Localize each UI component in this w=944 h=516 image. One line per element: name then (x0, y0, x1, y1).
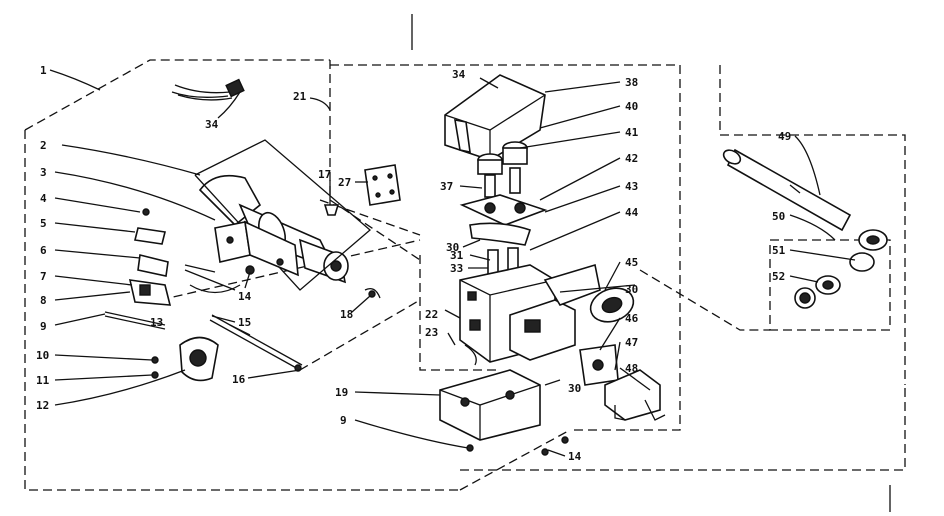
label-4: 4 (40, 192, 47, 205)
label-45: 45 (625, 256, 638, 269)
part-wire-harness (171, 78, 245, 101)
part-valve-plate (459, 194, 548, 246)
label-8: 8 (40, 294, 47, 307)
label-9b: 9 (340, 414, 347, 427)
label-3: 3 (40, 166, 47, 179)
part-gas-valve-body (459, 247, 576, 366)
leader-lines (49, 69, 856, 457)
label-14b: 14 (568, 450, 582, 463)
label-40: 40 (625, 100, 638, 113)
part-base-bracket (439, 369, 569, 456)
label-34b: 34 (452, 68, 466, 81)
label-11: 11 (36, 374, 50, 387)
label-43: 43 (625, 180, 638, 193)
label-16: 16 (232, 373, 246, 386)
label-47: 47 (625, 336, 638, 349)
label-13: 13 (150, 316, 163, 329)
label-37: 37 (440, 180, 453, 193)
label-31: 31 (450, 249, 464, 262)
part-left-hardware (104, 208, 241, 379)
label-41: 41 (625, 126, 639, 139)
label-10: 10 (36, 349, 49, 362)
boundary-lines (24, 59, 906, 491)
label-48: 48 (625, 362, 638, 375)
part-mount-bracket (214, 220, 299, 277)
label-23: 23 (425, 326, 438, 339)
label-6: 6 (40, 244, 47, 257)
label-46: 46 (625, 312, 639, 325)
label-7: 7 (40, 270, 47, 283)
part-thermocouple-tube (209, 314, 303, 372)
label-38: 38 (625, 76, 638, 89)
label-21: 21 (293, 90, 307, 103)
label-19: 19 (335, 386, 348, 399)
part-fittings (794, 229, 888, 309)
label-1: 1 (40, 64, 47, 77)
label-30a: 30 (446, 241, 459, 254)
part-burner-tube (194, 139, 371, 291)
label-27: 27 (338, 176, 351, 189)
label-2: 2 (40, 139, 47, 152)
label-49: 49 (778, 130, 791, 143)
label-42: 42 (625, 152, 638, 165)
label-12: 12 (36, 399, 49, 412)
part-cover (444, 74, 546, 161)
label-51: 51 (772, 244, 786, 257)
label-15: 15 (238, 316, 251, 329)
label-9: 9 (40, 320, 47, 333)
part-orifice-tube (722, 148, 852, 232)
label-18: 18 (340, 308, 353, 321)
part-labels: 1 2 3 4 5 6 7 8 9 10 11 12 13 15 14 16 1… (36, 64, 791, 463)
label-50: 50 (772, 210, 785, 223)
label-44: 44 (625, 206, 639, 219)
label-30c: 30 (568, 382, 581, 395)
label-30b: 30 (625, 283, 638, 296)
part-igniter (179, 336, 219, 382)
part-valve-arm (543, 263, 636, 323)
part-right-bracket (579, 344, 666, 421)
label-34a: 34 (205, 118, 219, 131)
label-52: 52 (772, 270, 785, 283)
label-33: 33 (450, 262, 463, 275)
label-22: 22 (425, 308, 438, 321)
part-gasket (364, 164, 401, 206)
label-14: 14 (238, 290, 252, 303)
label-5: 5 (40, 217, 47, 230)
part-control-knobs (477, 141, 528, 198)
label-17: 17 (318, 168, 331, 181)
